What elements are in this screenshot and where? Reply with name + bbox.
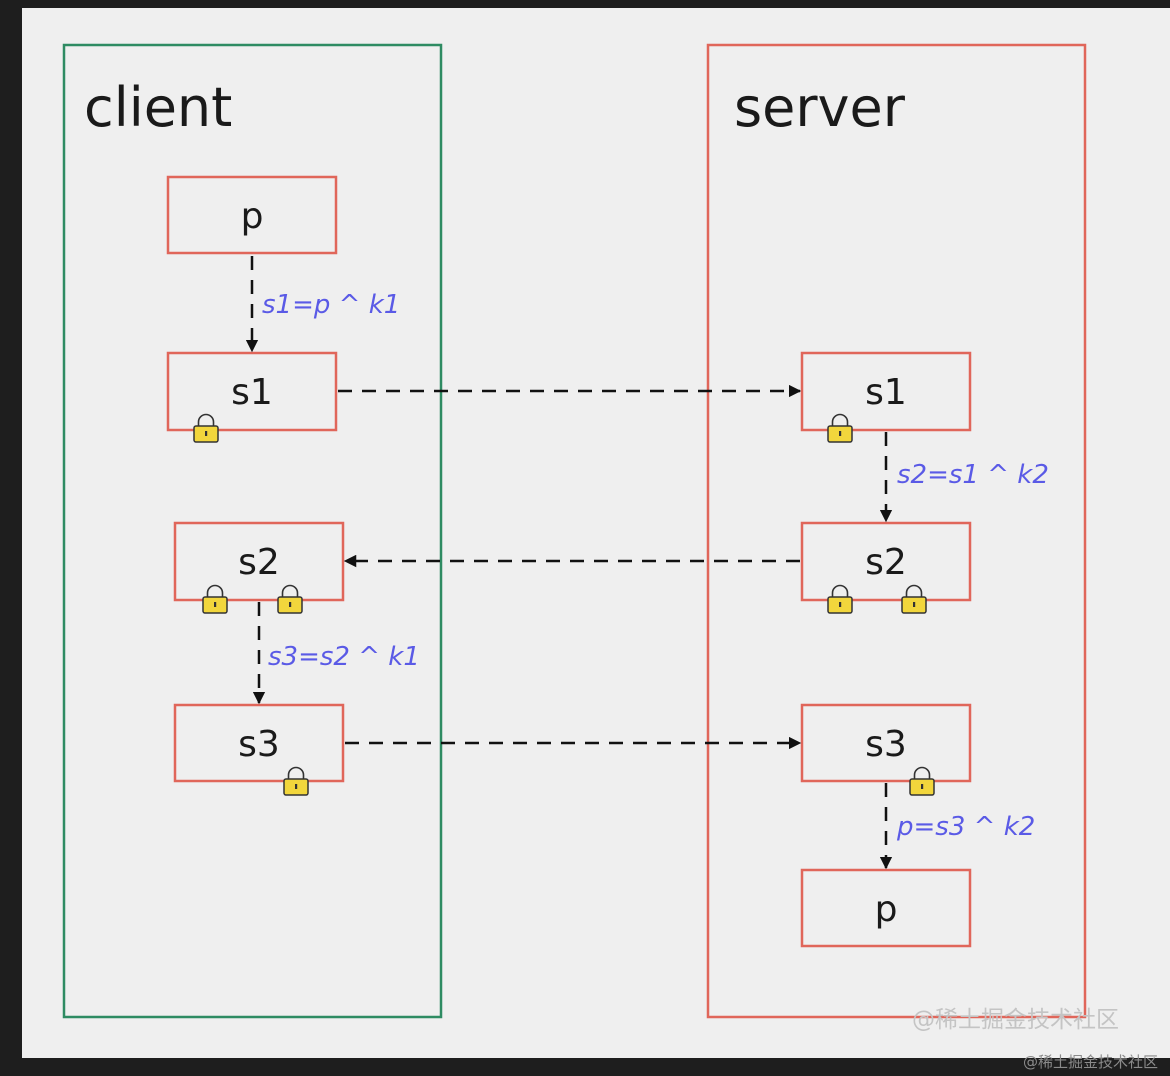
lock-icon <box>283 766 309 796</box>
formula-s1-client: s1=p ^ k1 <box>262 290 400 320</box>
client-s1-label: s1 <box>231 372 273 413</box>
lock-icon <box>202 584 228 614</box>
lock-icon <box>909 766 935 796</box>
lock-icon <box>827 584 853 614</box>
lock-icon <box>827 413 853 443</box>
lock-icon <box>901 584 927 614</box>
server-lane-title: server <box>734 76 906 139</box>
watermark-inner: @稀土掘金技术社区 <box>912 1007 1119 1033</box>
lock-icon <box>193 413 219 443</box>
client-s2-label: s2 <box>238 542 280 583</box>
server-p-box <box>800 868 972 948</box>
watermark-outer: @稀土掘金技术社区 <box>1022 1053 1158 1071</box>
server-lane <box>706 43 1087 1019</box>
client-s1-box <box>166 351 338 432</box>
client-p-box <box>166 175 338 255</box>
server-s1-label: s1 <box>865 372 907 413</box>
server-s2-label: s2 <box>865 542 907 583</box>
server-s3-box <box>800 703 972 783</box>
client-lane <box>62 43 443 1019</box>
formula-s2-server: s2=s1 ^ k2 <box>897 460 1049 490</box>
server-s1-box <box>800 351 972 432</box>
client-s3-box <box>173 703 345 783</box>
server-p-label: p <box>875 889 898 930</box>
formula-p-server: p=s3 ^ k2 <box>896 812 1035 842</box>
encryption-flow-diagram: client server p s1 s2 s3 s1 s2 s3 p s1=p… <box>62 43 1087 1019</box>
diagram-canvas: client server p s1 s2 s3 s1 s2 s3 p s1=p… <box>22 8 1170 1058</box>
client-lane-title: client <box>84 76 232 139</box>
server-s3-label: s3 <box>865 724 907 765</box>
server-s2-box <box>800 521 972 602</box>
client-s2-box <box>173 521 345 602</box>
formula-s3-client: s3=s2 ^ k1 <box>268 642 420 672</box>
lock-icon <box>277 584 303 614</box>
client-p-label: p <box>241 196 264 237</box>
client-s3-label: s3 <box>238 724 280 765</box>
